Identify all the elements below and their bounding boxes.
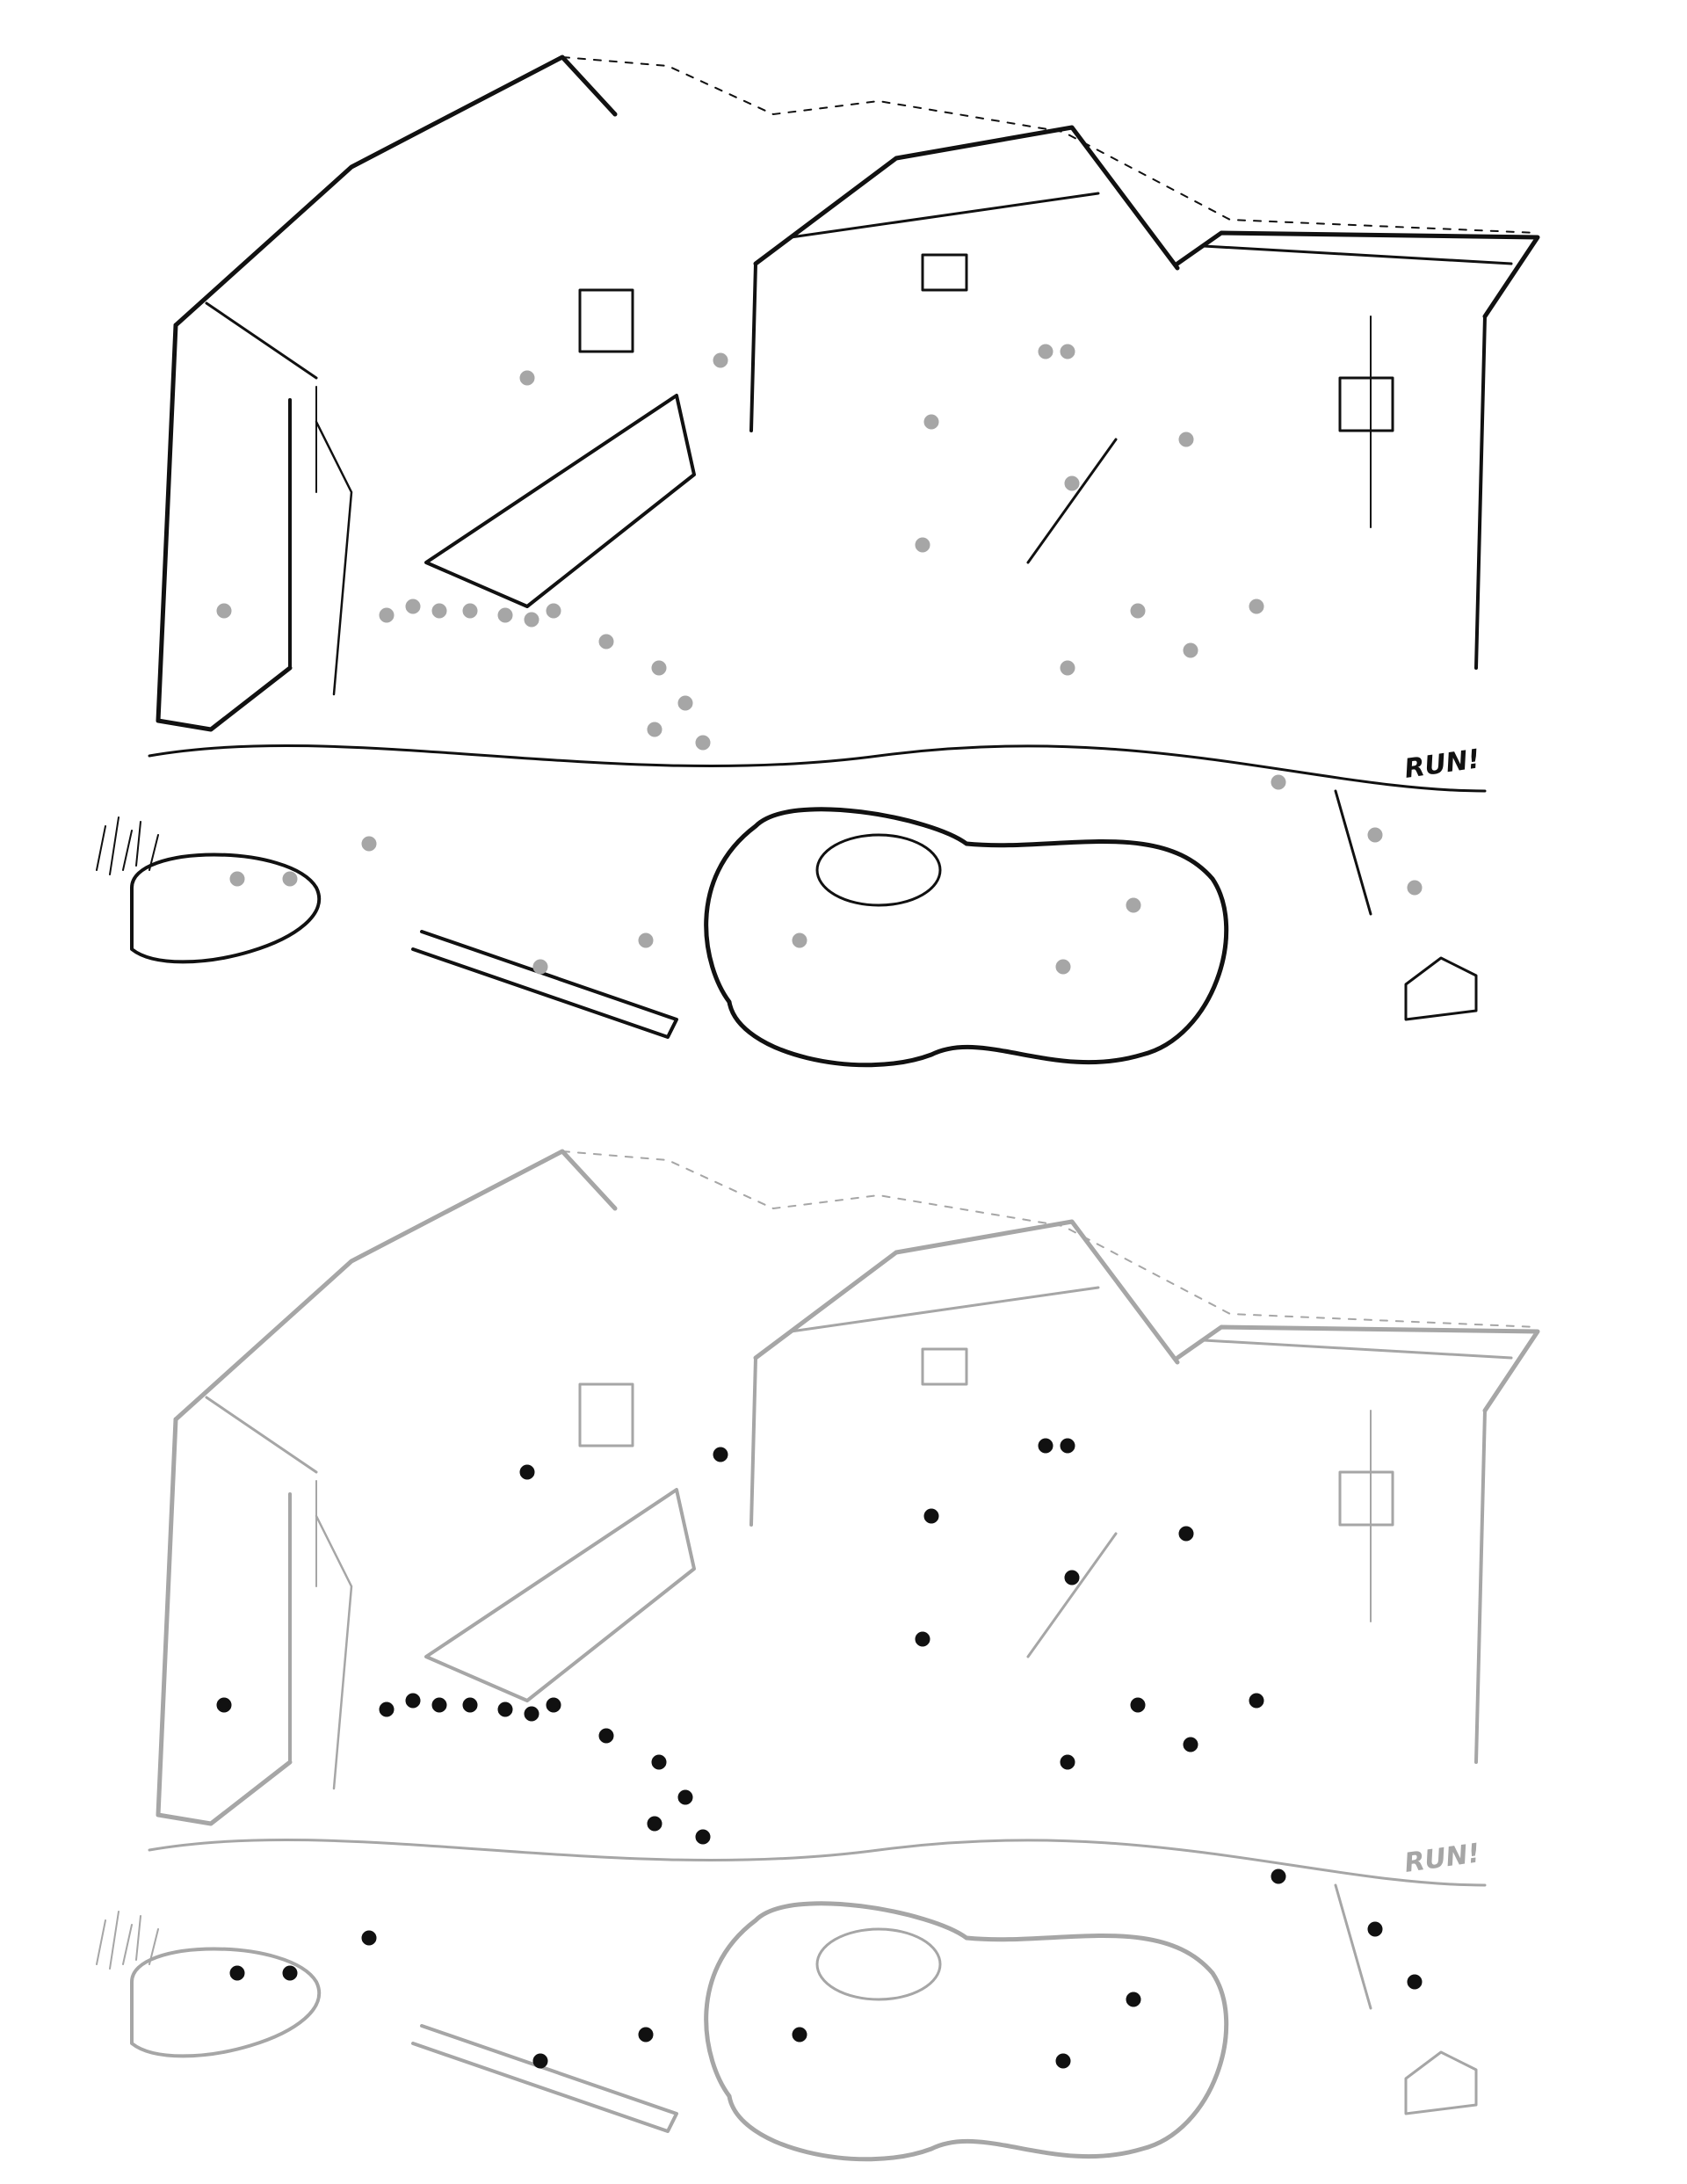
middle-roof-slats [789,1286,1100,1333]
run-sign: RUN! [1402,744,1481,785]
left-roof-slats [205,1396,318,1474]
timber-beams [411,2024,678,2133]
tree-branches [315,1514,353,1790]
right-roof-slats [1202,1339,1513,1360]
water-play-basin [704,807,1229,1068]
right-building-windows [1338,1470,1394,1527]
ground-edge [156,323,293,732]
ground-edge [156,1417,293,1826]
line-drawing-top: RUN! [96,54,1540,1068]
timber-beams [411,930,678,1039]
tree-branches [315,420,353,696]
middle-building-roof [753,1219,1180,1365]
illustration-panel-buildings-highlighted: RUN! [0,0,1687,1090]
staircase [1026,438,1118,564]
right-building-wall [1474,315,1487,670]
staircase [1026,1532,1118,1658]
right-building-roof [1175,230,1540,319]
left-building-windows [578,1382,634,1448]
birdhouses [1404,2050,1478,2115]
middle-roof-slats [789,192,1100,239]
left-building-roof [173,1149,618,1422]
svg-text:RUN!: RUN! [1402,744,1481,785]
tire-rings [815,1927,942,2001]
run-sign: RUN! [1402,1838,1481,1879]
left-building-windows [578,288,634,353]
left-roof-slats [205,301,318,380]
line-drawing-bottom: RUN! [96,1149,1540,2162]
middle-building-windows [921,1347,968,1386]
illustration-panel-people-highlighted: RUN! [0,1094,1687,2184]
running-track [148,744,1487,793]
ladder [1334,789,1372,916]
water-play-basin [704,1901,1229,2162]
tire-rings [815,833,942,907]
running-track [148,1838,1487,1887]
middle-building-facade [749,262,757,432]
roof-dashed-outline [561,56,1539,234]
middle-building-roof [753,125,1180,271]
ladder [1334,1883,1372,2010]
right-building-roof [1175,1324,1540,1413]
sandbox-pit [130,1947,321,2058]
left-building-roof [173,54,618,328]
right-building-windows [1338,376,1394,432]
sloped-ramp [424,394,696,608]
sloped-ramp [424,1488,696,1702]
middle-building-facade [749,1356,757,1527]
roof-dashed-outline [561,1150,1539,1328]
sandbox-pit [130,853,321,964]
grass-tufts [96,1911,159,1970]
right-building-wall [1474,1409,1487,1764]
grass-tufts [96,816,159,875]
right-roof-slats [1202,244,1513,265]
svg-text:RUN!: RUN! [1402,1838,1481,1879]
figure-group [216,344,1423,975]
birdhouses [1404,956,1478,1021]
middle-building-windows [921,253,968,292]
figure-group [216,1438,1423,2069]
